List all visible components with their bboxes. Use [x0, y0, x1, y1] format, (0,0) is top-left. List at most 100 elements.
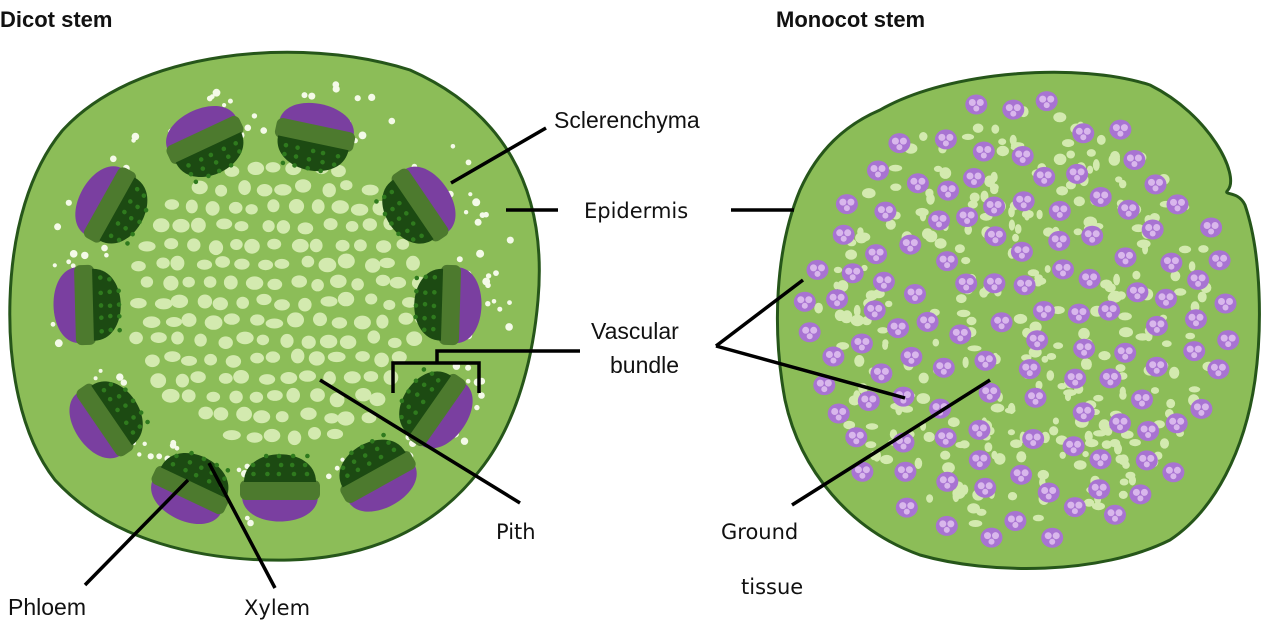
bundle-vessel [1014, 104, 1021, 111]
bundle-vessel [815, 271, 821, 277]
ground-cell [926, 494, 933, 503]
bundle-vessel [949, 185, 956, 192]
ground-cell [915, 458, 923, 469]
cortex-cell [493, 270, 499, 276]
cortex-cell [121, 379, 127, 385]
xylem-cell [305, 454, 310, 459]
bundle-vessel [992, 237, 998, 243]
pith-cell [204, 276, 217, 288]
monocot-bundle [907, 173, 929, 193]
bundle-vessel [1123, 258, 1129, 264]
bundle-vessel [841, 236, 847, 242]
cortex-cell [110, 156, 117, 163]
monocot-bundle [1098, 301, 1120, 321]
cortex-cell [137, 452, 141, 456]
ground-cell [1129, 439, 1141, 446]
bundle-vessel [1197, 314, 1204, 321]
label-xylem: Xylem [244, 596, 310, 620]
bundle-vessel [902, 473, 908, 479]
pith-cell [206, 201, 220, 216]
monocot-bundle [984, 226, 1006, 246]
bundle-vessel [991, 284, 997, 290]
bundle-vessel [1034, 434, 1041, 441]
cortex-cell [485, 283, 491, 289]
monocot-bundle [1033, 301, 1055, 321]
monocot-bundle [845, 427, 867, 447]
bundle-vessel [978, 482, 985, 489]
monocot-bundle [935, 428, 957, 448]
bundle-vessel [961, 329, 968, 336]
cortex-cell [81, 252, 88, 259]
bundle-vessel [1022, 364, 1029, 371]
pith-cell [229, 391, 242, 404]
ground-cell [1053, 418, 1059, 425]
pith-cell [198, 407, 213, 420]
xylem-cell [290, 463, 295, 468]
label-ground: Ground [721, 520, 798, 544]
bundle-vessel [1174, 424, 1180, 430]
pith-cell [340, 335, 356, 349]
bundle-vessel [940, 476, 947, 483]
bundle-vessel [1130, 287, 1137, 294]
monocot-bundle [1207, 359, 1229, 379]
bundle-vessel [1077, 343, 1084, 350]
ground-cell [925, 189, 933, 198]
pith-cell [238, 180, 251, 195]
bundle-vessel [805, 296, 812, 303]
monocot-bundle [870, 363, 892, 383]
cortex-cell [222, 103, 226, 107]
pith-cell [328, 352, 346, 362]
cortex-cell [466, 379, 471, 384]
pith-cell [145, 355, 160, 368]
ground-cell [919, 132, 927, 141]
monocot-bundle [1209, 250, 1231, 270]
bundle-vessel [826, 351, 833, 358]
ground-cell [834, 267, 842, 273]
dicot-title: Dicot stem [0, 7, 112, 32]
monocot-bundle [900, 347, 922, 367]
xylem-cell [291, 454, 296, 459]
monocot-bundle [1012, 146, 1034, 166]
monocot-bundle [1137, 421, 1159, 441]
pith-cell [406, 256, 420, 271]
xylem-cell [266, 463, 271, 468]
monocot-bundle [928, 210, 950, 230]
pith-cell [233, 370, 249, 384]
cortex-cell [464, 210, 468, 214]
phloem-band [240, 480, 320, 500]
ground-cell [1132, 271, 1140, 280]
bundle-vessel [1218, 298, 1225, 305]
pith-cell [236, 332, 253, 345]
cortex-cell [54, 223, 61, 230]
bundle-vessel [861, 396, 868, 403]
ground-cell [967, 317, 977, 325]
pith-cell [266, 162, 281, 172]
bundle-vessel [1169, 418, 1176, 425]
bundle-vessel [1036, 306, 1043, 313]
ground-cell [854, 355, 864, 367]
bundle-vessel [928, 316, 935, 323]
ground-cell [889, 165, 902, 172]
bundle-vessel [807, 333, 813, 339]
bundle-vessel [1175, 205, 1181, 211]
bundle-vessel [904, 437, 911, 444]
pith-cell [209, 240, 223, 255]
monocot-bundle [1063, 436, 1085, 456]
monocot-bundle [1146, 357, 1168, 377]
bundle-vessel [948, 476, 955, 483]
bundle-vessel [1174, 467, 1181, 474]
bundle-vessel [1187, 346, 1194, 353]
pith-cell [384, 370, 399, 385]
monocot-bundle [936, 251, 958, 271]
bundle-vessel [901, 444, 907, 450]
bundle-vessel [834, 300, 840, 306]
bundle-vessel [1015, 151, 1022, 158]
bundle-vessel [1090, 273, 1097, 280]
bundle-vessel [899, 502, 906, 509]
bundle-vessel [1033, 399, 1039, 405]
cortex-cell [228, 99, 233, 104]
cortex-cell [480, 212, 486, 218]
ground-cell [1015, 224, 1022, 234]
bundle-vessel [973, 106, 979, 112]
bundle-vessel [1024, 196, 1031, 203]
